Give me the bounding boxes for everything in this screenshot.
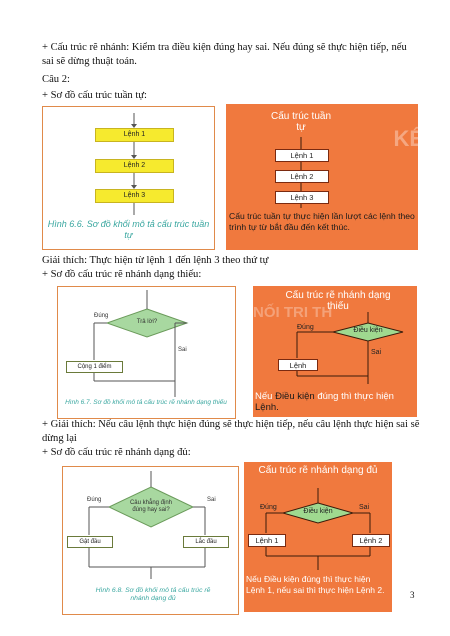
figure-6-8-condition: Câu khẳng định đúng hay sai? (129, 500, 173, 513)
figure-6-8-left-box: Gật đầu (67, 536, 113, 548)
panel-3-title: Cấu trúc rẽ nhánh dạng đủ (258, 465, 378, 476)
panel-sequential: KẾ Cấu trúc tuần tự Lệnh 1 Lệnh 2 Lệnh 3… (226, 104, 418, 250)
panel-2-condition: Điều kiện (353, 327, 383, 334)
panel-1-box-2: Lệnh 2 (275, 170, 329, 183)
panel-2-text-a: Nếu (255, 391, 276, 402)
panel-3-arrows (265, 488, 371, 570)
page-number: 3 (410, 590, 415, 600)
figure-6-7-no-label: Sai (178, 347, 187, 353)
panel-2-text-c: đúng thì thực hiện (314, 391, 394, 402)
explanation-sequential: Giải thích: Thực hiện từ lệnh 1 đến lệnh… (42, 255, 269, 266)
figure-6-8: Câu khẳng định đúng hay sai? Đúng Sai Gậ… (62, 466, 239, 615)
panel-3-left-box: Lệnh 1 (248, 534, 286, 547)
figure-6-6-arrows (131, 113, 137, 215)
heading-branch-missing: + Sơ đồ cấu trúc rẽ nhánh dạng thiếu: (42, 269, 202, 280)
figure-6-6-caption: Hình 6.6. Sơ đồ khối mô tả cấu trúc tuần… (47, 219, 210, 240)
panel-2-text-b: Điều kiện (275, 391, 315, 402)
panel-1-box-3: Lệnh 3 (275, 191, 329, 204)
figure-6-7: Trả lời? Đúng Sai Cộng 1 điểm Hình 6.7. … (57, 286, 236, 419)
heading-branch-full: + Sơ đồ cấu trúc rẽ nhánh dạng đủ: (42, 447, 191, 458)
figure-6-8-arrows (88, 471, 206, 579)
seq-box-2: Lệnh 2 (95, 159, 174, 173)
figure-6-8-yes-label: Đúng (87, 497, 102, 503)
panel-2-yes-label: Đúng (297, 324, 314, 331)
panel-1-box-1: Lệnh 1 (275, 149, 329, 162)
panel-1-watermark: KẾ (393, 126, 418, 151)
panel-3-condition: Điều kiện (303, 508, 333, 515)
figure-6-6: Lệnh 1 Lệnh 2 Lệnh 3 Hình 6.6. Sơ đồ khố… (42, 106, 215, 250)
panel-2-arrows (296, 312, 404, 384)
panel-2-text: Nếu Điều kiện đúng thì thực hiện Lệnh. (255, 391, 415, 413)
figure-6-7-condition: Trả lời? (136, 319, 158, 325)
panel-3-right-box: Lệnh 2 (352, 534, 390, 547)
figure-6-8-right-box: Lắc đầu (183, 536, 229, 548)
panel-branch-missing: NỐI TRI TH Cấu trúc rẽ nhánh dạng thiếu … (253, 286, 417, 417)
panel-1-text: Cấu trúc tuần tự thực hiện lần lượt các … (229, 211, 415, 232)
figure-6-8-no-label: Sai (207, 497, 216, 503)
panel-branch-full: Cấu trúc rẽ nhánh dạng đủ Điều kiện Đúng… (244, 462, 392, 612)
panel-2-box: Lệnh (278, 359, 318, 371)
figure-6-7-arrows (93, 290, 189, 397)
figure-6-7-box: Cộng 1 điểm (66, 361, 123, 373)
figure-6-8-condition-shape (107, 486, 195, 528)
panel-3-condition-shape (281, 502, 355, 524)
panel-2-no-label: Sai (371, 349, 382, 356)
question-2-heading: Câu 2: (42, 74, 70, 85)
seq-box-3: Lệnh 3 (95, 189, 174, 203)
panel-3-no-label: Sai (359, 504, 370, 511)
figure-6-7-yes-label: Đúng (94, 313, 109, 319)
panel-3-text: Nếu Điều kiện đúng thì thực hiện Lệnh 1,… (246, 574, 385, 595)
explanation-branch: + Giải thích: Nếu câu lệnh thực hiện đún… (42, 419, 420, 444)
figure-6-7-condition-shape (105, 308, 189, 338)
heading-sequential: + Sơ đồ cấu trúc tuần tự: (42, 90, 147, 101)
panel-2-watermark: NỐI TRI TH (253, 304, 333, 321)
seq-box-1: Lệnh 1 (95, 128, 174, 142)
paragraph-branch-structure: + Cấu trúc rẽ nhánh: Kiểm tra điều kiện … (42, 42, 407, 67)
panel-1-title: Cấu trúc tuần tự (270, 111, 332, 133)
figure-6-8-caption: Hình 6.8. Sơ đồ khối mô tả cấu trúc rẽ n… (95, 587, 211, 602)
panel-2-text-d: Lệnh. (255, 402, 279, 413)
panel-3-yes-label: Đúng (260, 504, 277, 511)
figure-6-7-caption: Hình 6.7. Sơ đồ khối mô tả cấu trúc rẽ n… (65, 399, 227, 406)
panel-2-title: Cấu trúc rẽ nhánh dạng thiếu (285, 290, 391, 312)
